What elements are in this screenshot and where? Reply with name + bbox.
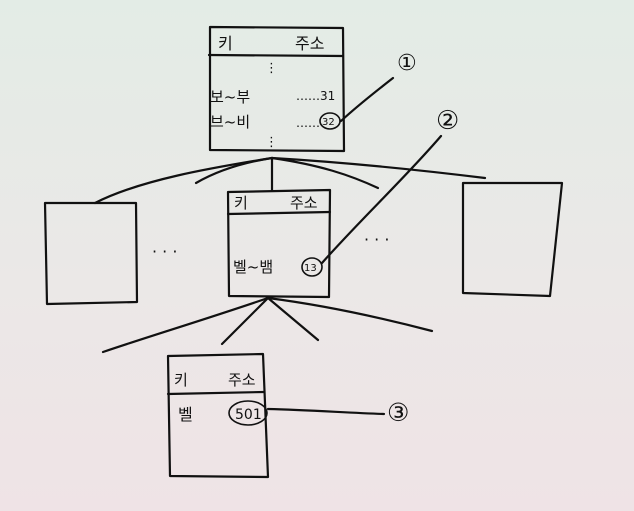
root-vdots-top: ⋮ xyxy=(265,61,278,76)
leaf-row-addr-circled: 501 xyxy=(235,407,262,423)
mid-header-addr: 주소 xyxy=(290,194,318,212)
leaf-addr-circle xyxy=(228,400,268,426)
leaf-row-key: 벨 xyxy=(178,405,193,424)
root-header-addr: 주소 xyxy=(295,34,324,53)
callout-1: ① xyxy=(339,51,417,123)
root-node: 키 주소 ⋮ 보~부 ……31 브~비 …… 32 ⋮ xyxy=(207,25,346,153)
right-node xyxy=(461,181,564,298)
root-vdots-bottom: ⋮ xyxy=(265,135,278,150)
root-row-1-key: 보~부 xyxy=(210,88,250,106)
mid-header-key: 키 xyxy=(234,194,248,212)
callout-2-label: ② xyxy=(436,106,459,136)
mid-addr-circle xyxy=(301,257,323,277)
callout-3: ③ xyxy=(266,398,409,427)
root-row-2-addr: …… xyxy=(296,116,320,130)
root-row-1-addr: ……31 xyxy=(296,89,335,103)
leaf-header-addr: 주소 xyxy=(228,371,256,389)
right-ellipsis: · · · xyxy=(364,230,389,249)
mid-row-key: 벨~뱀 xyxy=(233,258,273,276)
root-header-key: 키 xyxy=(218,34,233,53)
mid-fanout-lines xyxy=(101,296,434,354)
left-ellipsis: · · · xyxy=(152,242,177,261)
root-row-2-key: 브~비 xyxy=(210,113,250,131)
leaf-node: 키 주소 벨 501 xyxy=(166,352,270,479)
root-fanout-lines xyxy=(93,156,487,205)
callout-2: ② xyxy=(320,106,459,265)
middle-node: 키 주소 벨~뱀 13 xyxy=(226,188,332,299)
callout-3-label: ③ xyxy=(387,398,409,427)
mid-row-addr-circled: 13 xyxy=(304,263,317,274)
root-row-2-addr-circled: 32 xyxy=(322,117,335,128)
left-node xyxy=(43,201,139,306)
callout-1-label: ① xyxy=(397,51,417,76)
leaf-header-key: 키 xyxy=(174,371,188,389)
